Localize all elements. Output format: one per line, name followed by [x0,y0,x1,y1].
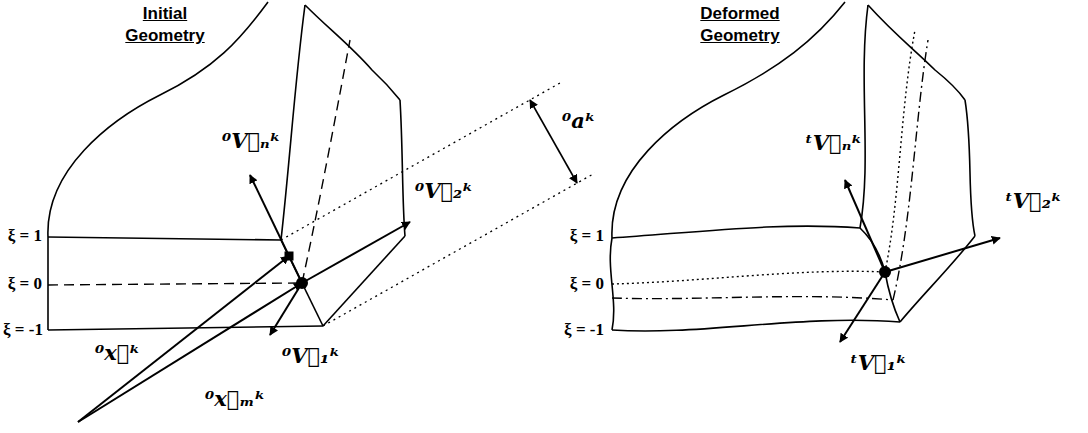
mid-surface-line [302,40,350,283]
position-vector-label: ⁰x⃗ᵏ [95,340,140,365]
coordinate-label: ξ = 0 [8,274,42,294]
top-point-marker [285,252,294,261]
coordinate-label: ξ = 0 [570,274,604,294]
vector-label: ᵗV⃗₁ᵏ [850,350,907,375]
mid-surface-line [48,283,302,285]
node-point [879,266,891,278]
vector-label: ⁰V⃗ₙᵏ [222,128,281,153]
position-vector-label: ⁰x⃗ₘᵏ [205,386,266,411]
vector-arrow [840,180,1000,342]
coordinate-label: ξ = -1 [564,320,604,340]
deformed-shell [610,2,975,331]
vector-label: ᵗV⃗₂ᵏ [1005,188,1062,213]
coordinate-label: ξ = -1 [3,320,43,340]
mid-surface-line [612,271,885,284]
vector-label: ⁰V⃗₂ᵏ [415,178,473,203]
coordinate-label: ξ = 1 [570,226,604,246]
panel-heading: Initial Geometry [115,3,215,47]
reference-surface-line [612,297,893,300]
coordinate-label: ξ = 1 [8,226,42,246]
panel-heading: Deformed Geometry [685,3,795,47]
mid-surface-line [885,30,915,272]
vector-arrow [78,175,410,422]
dimension-extension [281,83,595,326]
node-point [296,277,308,289]
dimension-label: ⁰aᵏ [562,108,596,133]
vector-label: ⁰V⃗₁ᵏ [282,343,340,368]
vector-label: ᵗV⃗ₙᵏ [805,130,862,155]
initial-shell [48,2,405,330]
